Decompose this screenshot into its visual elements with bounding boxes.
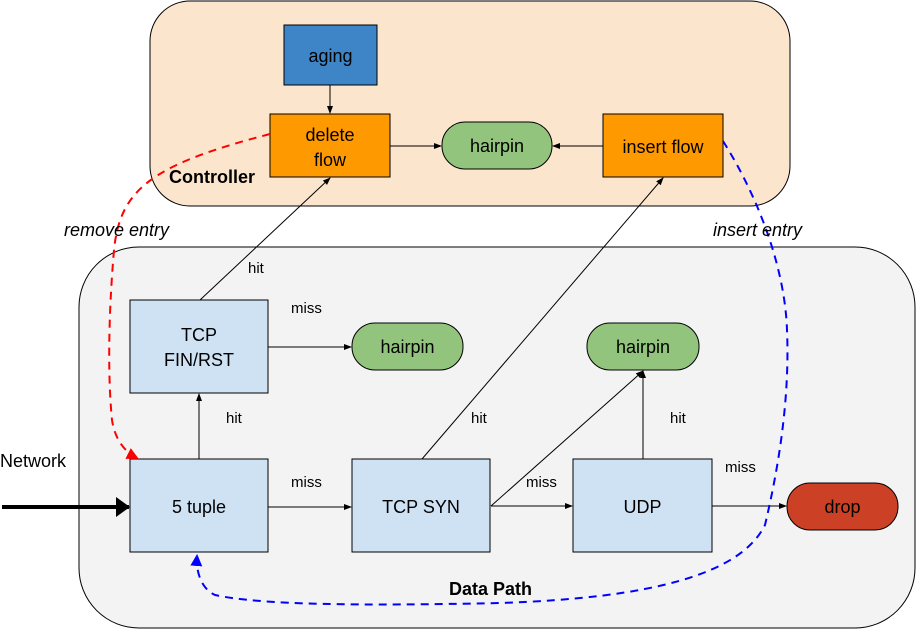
edge-fin-hit-to-delete	[199, 177, 331, 301]
five-tuple-label: 5 tuple	[172, 497, 226, 517]
edge-syn-to-udp-hairpin	[490, 370, 644, 507]
insert-flow-node[interactable]: insert flow	[602, 113, 724, 178]
udp-label: UDP	[623, 497, 661, 517]
delete-flow-label-line1: delete	[305, 125, 354, 145]
edge-insert-entry	[190, 140, 789, 606]
edge-label-fin-miss: miss	[291, 300, 322, 317]
edge-label-udp-hit: hit	[670, 410, 687, 427]
drop-node[interactable]: drop	[786, 482, 899, 531]
hairpin-udp-node[interactable]: hairpin	[586, 322, 700, 371]
aging-label: aging	[308, 46, 352, 66]
tcp-fin-rst-node[interactable]: TCP FIN/RST	[129, 299, 269, 394]
hairpin-fin-label: hairpin	[380, 337, 434, 357]
hairpin-fin-node[interactable]: hairpin	[351, 322, 464, 371]
hairpin-controller-node[interactable]: hairpin	[441, 121, 553, 170]
drop-label: drop	[824, 497, 860, 517]
insert-entry-label: insert entry	[713, 220, 803, 240]
datapath-label: Data Path	[449, 579, 532, 599]
edge-syn-hit-to-insert	[421, 177, 664, 460]
udp-node[interactable]: UDP	[572, 458, 713, 553]
delete-flow-node[interactable]: delete flow	[269, 113, 391, 178]
edge-label-udp-miss: miss	[725, 459, 756, 476]
edge-label-syn-miss: miss	[526, 474, 557, 491]
tcp-syn-label: TCP SYN	[382, 497, 460, 517]
tcp-syn-node[interactable]: TCP SYN	[351, 458, 491, 553]
network-label: Network	[0, 451, 67, 471]
remove-entry-label: remove entry	[64, 220, 170, 240]
insert-flow-label: insert flow	[622, 137, 704, 157]
edge-label-tuple-hit: hit	[226, 410, 243, 427]
controller-label: Controller	[169, 167, 255, 187]
edge-remove-entry	[108, 133, 271, 459]
delete-flow-label-line2: flow	[314, 150, 347, 170]
edge-label-fin-hit: hit	[248, 260, 265, 277]
tcp-fin-rst-label-line1: TCP	[181, 325, 217, 345]
aging-node[interactable]: aging	[283, 24, 378, 86]
edge-label-syn-hit: hit	[471, 410, 488, 427]
tcp-fin-rst-label-line2: FIN/RST	[164, 350, 234, 370]
five-tuple-node[interactable]: 5 tuple	[129, 458, 269, 553]
hairpin-udp-label: hairpin	[616, 337, 670, 357]
hairpin-controller-label: hairpin	[470, 136, 524, 156]
edge-label-tuple-miss: miss	[291, 474, 322, 491]
